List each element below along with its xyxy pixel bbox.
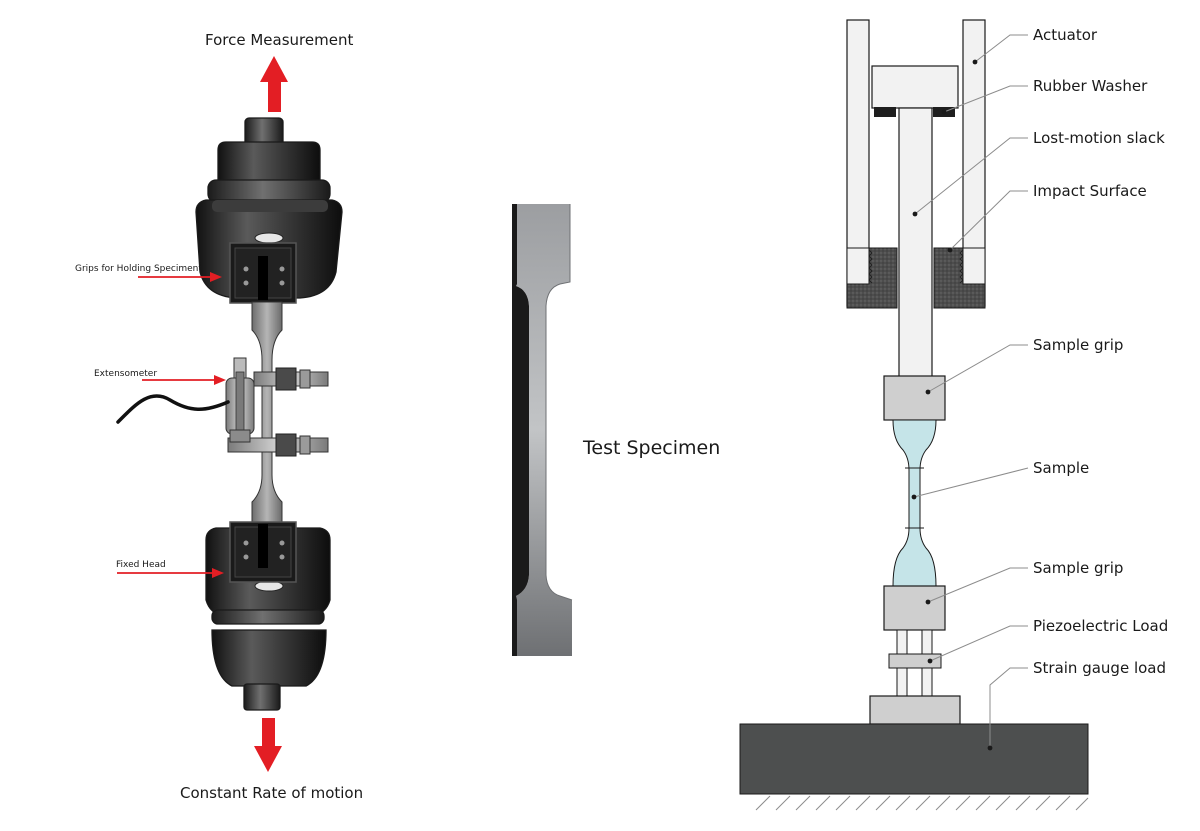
sample <box>892 419 937 587</box>
rubber-washer-label: Rubber Washer <box>1033 77 1148 95</box>
test-specimen-title: Test Specimen <box>582 437 720 459</box>
sample-grip-top-label: Sample grip <box>1033 336 1123 354</box>
test-specimen-figure: Test Specimen <box>512 204 720 656</box>
grips-label: Grips for Holding Speciment <box>75 264 202 274</box>
ground-hatch <box>755 795 1089 811</box>
actuator-head <box>871 65 959 109</box>
extensometer-label: Extensometer <box>94 369 157 379</box>
mounted-specimen <box>251 301 283 529</box>
piezoelectric-load-label: Piezoelectric Load <box>1033 617 1168 635</box>
strain-gauge-load-cell <box>869 695 961 725</box>
force-measurement-label: Force Measurement <box>205 31 353 49</box>
extensometer-callout-arrow-icon <box>142 375 226 385</box>
force-up-arrow-icon <box>260 56 288 112</box>
piezoelectric-load-cell <box>888 653 942 669</box>
upper-grip <box>229 242 297 304</box>
dogbone-specimen <box>512 204 572 656</box>
sample-grip-bottom <box>883 585 946 631</box>
rubber-washer-left <box>874 107 896 117</box>
constant-rate-label: Constant Rate of motion <box>180 784 363 802</box>
extensometer <box>116 357 329 457</box>
actuator-rod <box>898 107 933 379</box>
extensometer-cable <box>116 394 230 424</box>
sample-label: Sample <box>1033 459 1089 477</box>
impact-surface-label: Impact Surface <box>1033 182 1147 200</box>
strain-gauge-label: Strain gauge load <box>1033 659 1166 677</box>
sample-grip-bottom-label: Sample grip <box>1033 559 1123 577</box>
fixed-head-label: Fixed Head <box>116 560 166 570</box>
impact-block-right <box>933 247 986 309</box>
lower-grip <box>229 521 297 583</box>
impact-apparatus: Actuator Rubber Washer Lost-motion slack… <box>739 19 1168 811</box>
sample-grip-top <box>883 375 946 421</box>
lost-motion-label: Lost-motion slack <box>1033 129 1165 147</box>
actuator-label: Actuator <box>1033 26 1098 44</box>
grips-callout-arrow-icon <box>138 272 222 282</box>
base-plate <box>739 723 1089 795</box>
tensile-machine: Force Measurement Constant Rate of motio… <box>75 31 363 802</box>
impact-block-left <box>846 247 898 309</box>
motion-down-arrow-icon <box>254 718 282 772</box>
fixed-head-callout-arrow-icon <box>117 568 224 578</box>
